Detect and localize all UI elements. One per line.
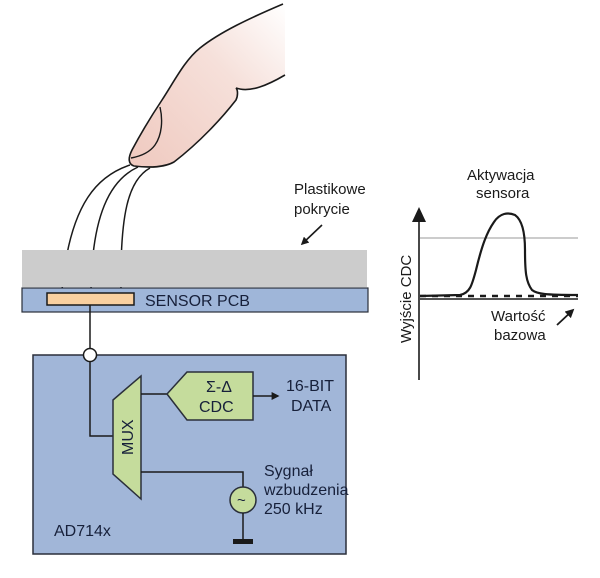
cdc-signal-curve: [419, 212, 579, 298]
excitation-label-line3: 250 kHz: [264, 501, 323, 518]
cdc-label-line2: CDC: [199, 399, 234, 416]
y-axis-label: Wyjście CDC: [398, 255, 415, 343]
finger-shape: [129, 4, 285, 167]
output-label-line2: DATA: [291, 398, 332, 415]
ac-source-symbol-icon: ~: [237, 492, 246, 509]
pin-to-mux-wire: [89, 361, 113, 437]
mux-to-source-wire: [141, 471, 244, 487]
baseline-arrow-icon: [556, 308, 575, 326]
plastic-cover-label-line2: pokrycie: [294, 201, 350, 218]
mux-label: MUX: [120, 419, 137, 455]
chip-pin-connector: [82, 347, 98, 363]
plastic-cover: [22, 250, 367, 287]
finger-outline-top: [128, 3, 286, 168]
cdc-output-graph: Aktywacja sensora Wyjście CDC Wartość ba…: [398, 167, 579, 380]
chip-label: AD714x: [54, 523, 111, 540]
sensor-pcb-label: SENSOR PCB: [145, 293, 250, 310]
baseline-label-line1: Wartość: [491, 308, 546, 325]
fingernail: [130, 106, 163, 159]
cdc-label-line1: Σ-Δ: [206, 379, 232, 396]
baseline-label-line2: bazowa: [494, 327, 546, 344]
ground-icon: [233, 539, 253, 544]
excitation-label-line2: wzbudzenia: [263, 482, 349, 499]
y-axis-arrow-icon: [412, 207, 426, 222]
plastic-cover-label-line1: Plastikowe: [294, 181, 366, 198]
output-label-line1: 16-BIT: [286, 378, 334, 395]
sensor-electrode: [46, 292, 135, 306]
graph-title-line1: Aktywacja: [467, 167, 535, 184]
plastic-cover-arrow-icon: [300, 224, 323, 246]
finger-illustration: [128, 3, 286, 168]
excitation-label-line1: Sygnał: [264, 463, 313, 480]
graph-title-line2: sensora: [476, 185, 530, 202]
mux-block: [112, 374, 142, 501]
